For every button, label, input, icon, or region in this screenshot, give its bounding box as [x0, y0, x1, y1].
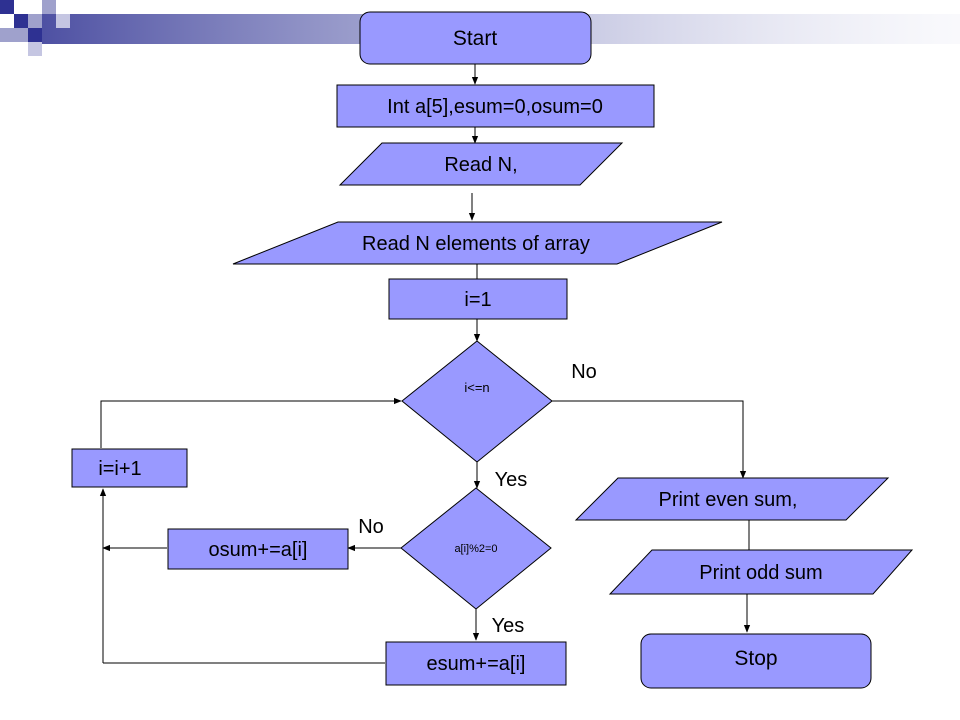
node-even-check: a[i]%2=0 — [400, 487, 552, 610]
odd-sum-label: osum+=a[i] — [209, 539, 308, 561]
process-shape — [385, 641, 567, 686]
init-i-label: i=1 — [464, 289, 491, 311]
node-start: Start — [359, 11, 592, 65]
node-print-even: Print even sum, — [574, 477, 890, 521]
check-yes-label: Yes — [492, 615, 525, 637]
read-array-label: Read N elements of array — [362, 233, 590, 255]
stop-label: Stop — [734, 647, 777, 670]
io-shape — [574, 477, 890, 521]
node-read-array: Read N elements of array — [232, 221, 723, 265]
node-init-i: i=1 — [388, 278, 568, 320]
header-square — [0, 28, 14, 42]
edge-condition-no — [552, 400, 747, 479]
connectors — [99, 64, 751, 664]
loop-no-label: No — [571, 361, 597, 383]
decision-shape — [400, 487, 552, 610]
header-square — [56, 14, 70, 28]
io-shape — [608, 549, 914, 595]
io-shape — [338, 142, 624, 186]
header-square — [28, 42, 42, 56]
process-shape — [167, 528, 349, 570]
node-stop: Stop — [640, 633, 872, 689]
read-n-label: Read N, — [444, 154, 517, 176]
header-square — [42, 0, 56, 14]
node-print-odd: Print odd sum — [608, 549, 914, 595]
print-odd-label: Print odd sum — [699, 562, 822, 584]
header-square — [0, 0, 14, 14]
even-sum-label: esum+=a[i] — [427, 653, 526, 675]
node-declare: Int a[5],esum=0,osum=0 — [336, 84, 655, 128]
loop-condition-label: i<=n — [464, 380, 489, 395]
node-increment: i=i+1 — [71, 448, 188, 488]
node-even-sum: esum+=a[i] — [385, 641, 567, 686]
loop-yes-label: Yes — [495, 469, 528, 491]
edge-increment-to-condition — [100, 397, 402, 448]
print-even-label: Print even sum, — [659, 489, 798, 511]
check-no-label: No — [358, 516, 384, 538]
node-loop-condition: i<=n — [401, 340, 553, 463]
terminal-shape — [359, 11, 592, 65]
even-check-label: a[i]%2=0 — [454, 543, 497, 555]
node-read-n: Read N, — [338, 142, 624, 186]
node-odd-sum: osum+=a[i] — [167, 528, 349, 570]
header-square — [14, 28, 28, 42]
header-square — [14, 14, 28, 28]
increment-label: i=i+1 — [98, 458, 141, 480]
header-square — [28, 28, 42, 42]
process-shape — [388, 278, 568, 320]
process-shape — [336, 84, 655, 128]
decision-shape — [401, 340, 553, 463]
io-shape — [232, 221, 723, 265]
terminal-shape — [640, 633, 872, 689]
start-label: Start — [453, 27, 498, 50]
header-square — [28, 14, 42, 28]
declare-label: Int a[5],esum=0,osum=0 — [387, 96, 603, 118]
process-shape — [71, 448, 188, 488]
